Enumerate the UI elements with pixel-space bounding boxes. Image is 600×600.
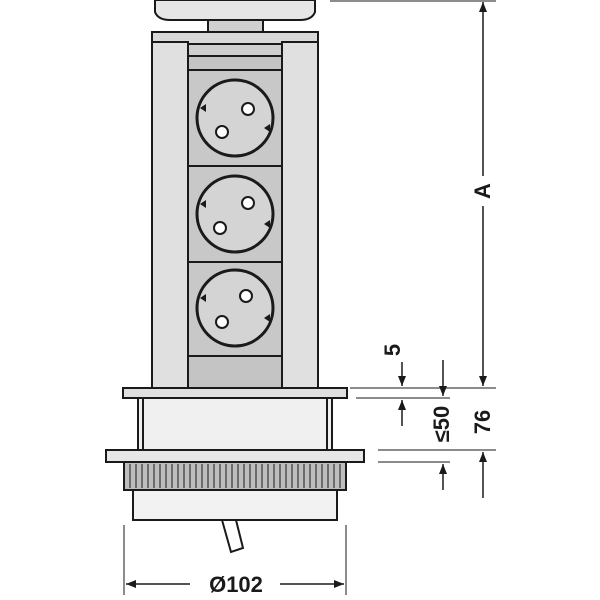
dimension-5-label: 5 xyxy=(380,344,405,356)
power-cable xyxy=(220,519,245,554)
worktop-clamp-ring xyxy=(105,449,365,521)
socket-3 xyxy=(187,261,283,357)
top-lid xyxy=(154,0,316,33)
socket-2 xyxy=(187,165,283,263)
dimension-76-label: 76 xyxy=(470,410,495,434)
dimension-a-label: A xyxy=(470,183,495,199)
dimension-worktop-label: ≤50 xyxy=(429,406,454,443)
socket-1 xyxy=(187,69,283,167)
extension-lines xyxy=(123,0,496,595)
collar-flange xyxy=(122,387,348,451)
dimension-diameter-label: Ø102 xyxy=(209,572,263,597)
